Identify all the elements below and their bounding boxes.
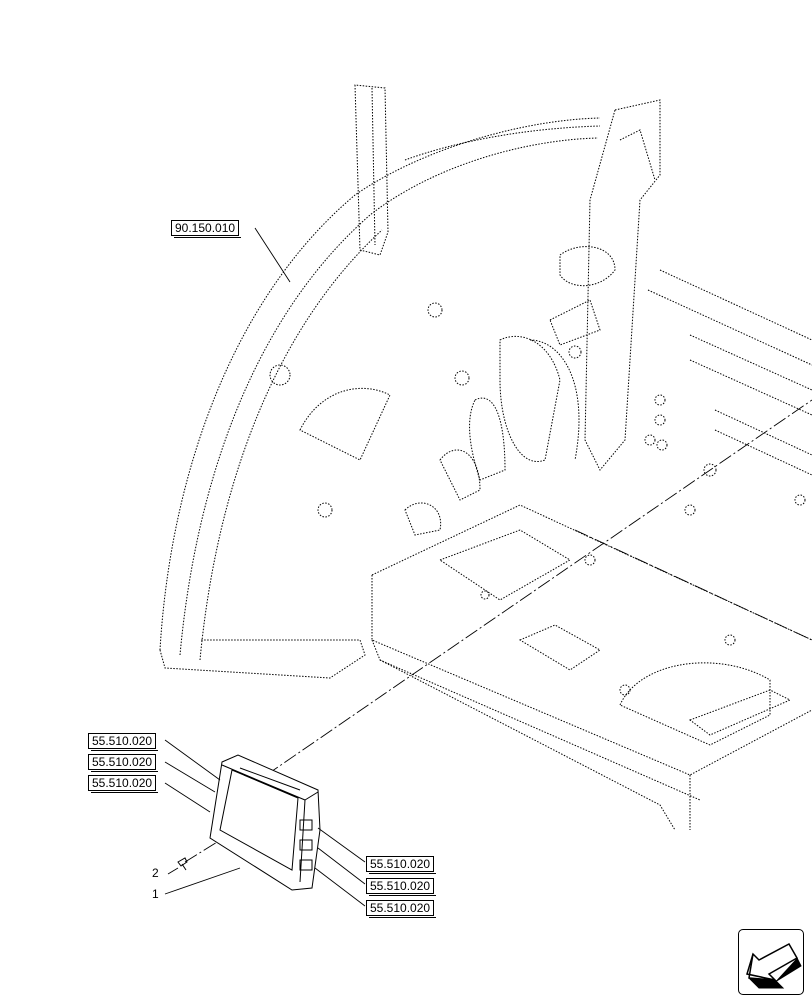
item-number-2: 2 [152, 866, 159, 880]
right-rail-top [659, 269, 812, 341]
arrow-down-left-icon [746, 942, 802, 989]
leader-item-1 [164, 867, 241, 895]
ref-left-middle[interactable]: 55.510.020 [88, 754, 159, 772]
front-post [584, 99, 661, 471]
cab-arch-inner [179, 137, 599, 656]
rear-post [354, 84, 389, 256]
floor-platform [371, 504, 812, 641]
leader-right-bottom [314, 867, 366, 907]
roof-line [404, 125, 601, 161]
ref-right-bottom[interactable]: 55.510.020 [366, 900, 437, 918]
leader-cab-frame [254, 227, 291, 283]
control-module [209, 754, 321, 891]
leader-right-middle [317, 847, 366, 885]
cab-sill [159, 639, 366, 679]
item-number-1: 1 [152, 887, 159, 901]
leader-left-middle [164, 761, 216, 793]
cab-arch-inner2 [199, 229, 383, 661]
ref-left-bottom[interactable]: 55.510.020 [88, 775, 159, 793]
leader-item-2 [167, 867, 179, 875]
leader-right-top [317, 827, 366, 863]
previous-view-button[interactable] [738, 929, 804, 995]
cab-arch-outer [159, 117, 601, 651]
leader-left-top [164, 739, 221, 781]
assembly-line-main [229, 399, 812, 801]
ref-right-top[interactable]: 55.510.020 [366, 856, 437, 874]
ref-left-top[interactable]: 55.510.020 [88, 733, 159, 751]
ref-cab-frame[interactable]: 90.150.010 [171, 220, 242, 238]
ref-right-middle[interactable]: 55.510.020 [366, 878, 437, 896]
bolt [177, 857, 188, 871]
leader-left-bottom [164, 782, 211, 813]
